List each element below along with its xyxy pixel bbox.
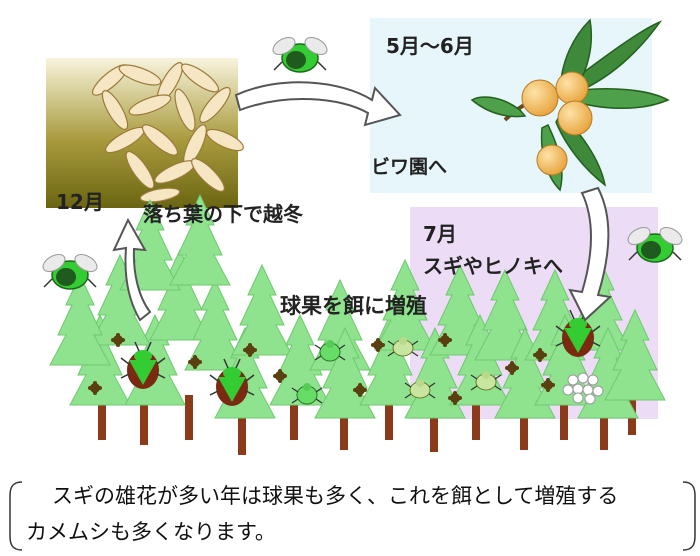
label-overwinter: 落ち葉の下で越冬	[143, 202, 303, 226]
diagram-canvas	[39, 18, 686, 455]
label-breed: 球果を餌に増殖	[280, 294, 427, 318]
cedar-forest	[49, 194, 666, 455]
fallen-leaves-icon	[46, 58, 244, 208]
loquat-icon	[470, 18, 670, 192]
label-to-cedar: スギやヒノキへ	[423, 254, 563, 278]
label-december: 12月	[56, 190, 104, 214]
label-to-loquat: ビワ園へ	[371, 156, 448, 178]
caption-brackets	[9, 481, 696, 551]
caption-line-1: スギの雄花が多い年は球果も多く、これを餌として増殖する	[52, 484, 619, 508]
egg-cluster-icon	[562, 372, 604, 405]
label-may-june: 5月～6月	[386, 34, 474, 58]
label-july: 7月	[423, 222, 457, 246]
caption-line-2: カメムシも多くなります。	[26, 520, 276, 544]
arrow-icon	[112, 81, 613, 322]
caption-box: スギの雄花が多い年は球果も多く、これを餌として増殖する カメムシも多くなります。	[0, 466, 700, 556]
